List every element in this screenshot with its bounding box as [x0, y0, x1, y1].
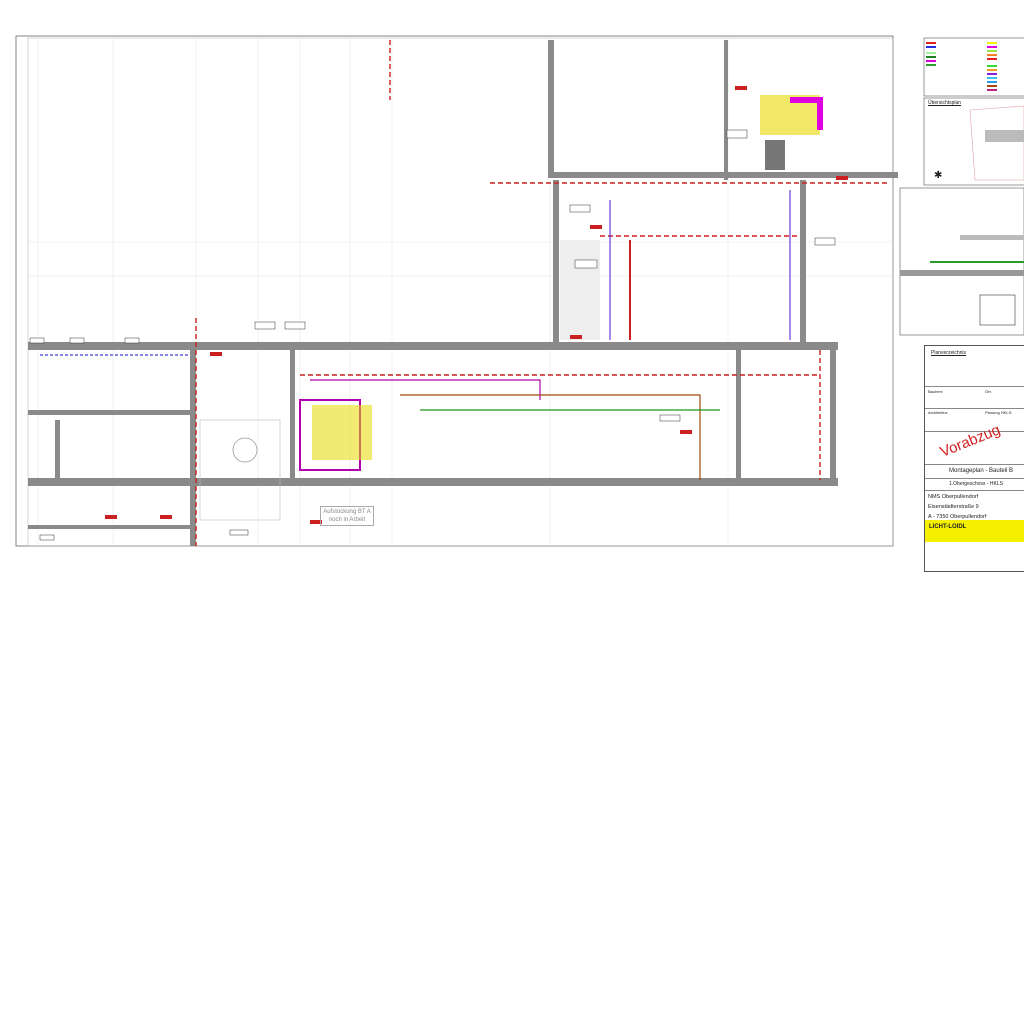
- legend-box: [923, 37, 1024, 97]
- title-block: Planverzeichnis Bauherr: Ort: Architektu…: [924, 345, 1024, 572]
- note-box: Aufstockung BT A noch in Arbeit: [320, 506, 374, 526]
- company-logo: LICHT-LOIDL: [929, 524, 967, 530]
- note-line-2: noch in Arbeit: [328, 517, 366, 523]
- plan-title: Montageplan - Bauteil B: [949, 468, 1014, 474]
- walls: [28, 40, 898, 546]
- fire-dampers: [105, 86, 848, 524]
- legend-swatches: [926, 42, 997, 91]
- air-handler: [765, 140, 785, 170]
- company-logo-band: LICHT-LOIDL: [925, 520, 1024, 542]
- section-door: [979, 294, 1016, 326]
- stair-core: [232, 437, 258, 463]
- site-label: Ort:: [985, 389, 992, 394]
- client-label: Bauherr:: [928, 389, 944, 394]
- project-city: A - 7350 Oberpullendorf: [928, 514, 987, 520]
- stair-area: [560, 240, 600, 340]
- overview-box: [923, 97, 1024, 186]
- technical-room: [312, 405, 372, 460]
- fire-compartment-lines: [195, 40, 890, 546]
- plan-frame: [27, 37, 894, 547]
- remarks-heading: Planverzeichnis: [931, 350, 967, 356]
- architect-label: Architektur:: [928, 410, 949, 415]
- pipes: [40, 190, 791, 480]
- overview-heading: Übersichtsplan: [928, 100, 962, 106]
- duct: [790, 97, 823, 130]
- staircase: [199, 419, 281, 521]
- section-box: [899, 187, 1024, 336]
- project-name: NMS Oberpullendorf: [928, 494, 979, 500]
- section-slab: [960, 235, 1024, 240]
- equipment-tags: [29, 129, 836, 541]
- overview-site-outline: [969, 105, 1024, 181]
- hkls-label: Planung HKLS:: [985, 410, 1013, 415]
- floor-title: 1.Obergeschoss - HKLS: [949, 481, 1003, 487]
- north-arrow-icon: ✱: [934, 170, 942, 181]
- overview-building: [985, 130, 1024, 142]
- section-slab-lower: [900, 270, 1024, 276]
- project-street: Eisenstädterstraße 9: [928, 504, 979, 510]
- note-line-1: Aufstockung BT A: [323, 509, 371, 515]
